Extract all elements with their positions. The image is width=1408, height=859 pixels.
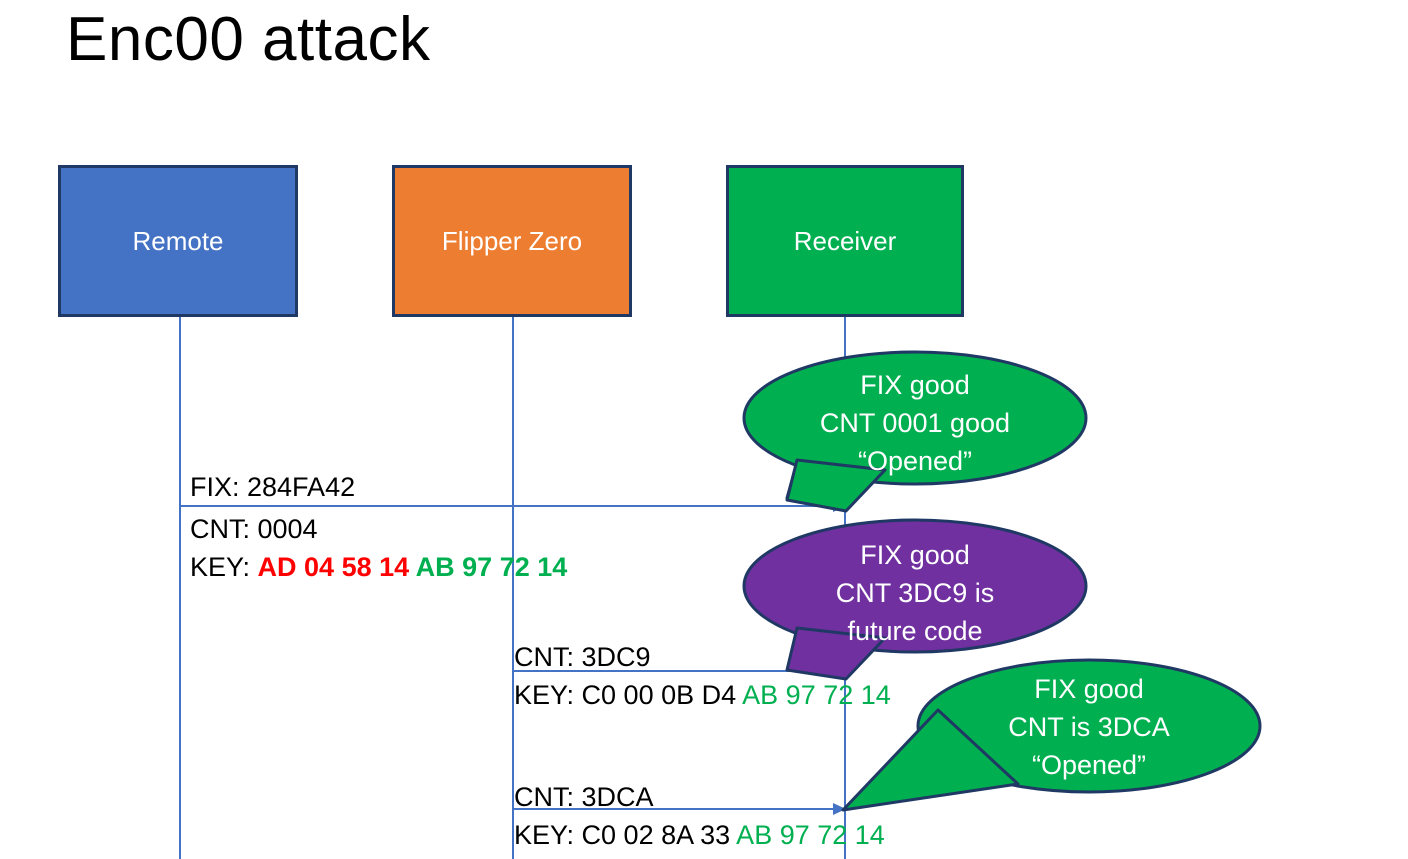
- message-cnt-label-3: CNT: 3DCA: [514, 782, 654, 812]
- callout-fix-good-cnt-0001[interactable]: FIX good CNT 0001 good “Opened”: [742, 350, 1088, 513]
- key-green-bytes-1: AB 97 72 14: [409, 552, 568, 582]
- message-key-label-1: KEY: AD 04 58 14 AB 97 72 14: [190, 548, 567, 586]
- actor-box-receiver[interactable]: Receiver: [726, 165, 964, 317]
- actor-label-remote: Remote: [132, 226, 224, 256]
- message-key-label-3: KEY: C0 02 8A 33 AB 97 72 14: [514, 816, 885, 854]
- key-green-bytes-3: AB 97 72 14: [730, 820, 885, 850]
- key-prefix-3: KEY: C0 02 8A 33: [514, 820, 731, 850]
- callout-fix-good-cnt-3dca[interactable]: FIX good CNT is 3DCA “Opened”: [841, 658, 1262, 816]
- page-title: Enc00 attack: [66, 5, 431, 74]
- actor-box-remote[interactable]: Remote: [58, 165, 298, 317]
- key-red-bytes-1: AD 04 58 14: [257, 552, 410, 582]
- message-fix-label: FIX: 284FA42: [190, 472, 356, 502]
- actor-label-receiver: Receiver: [793, 226, 897, 256]
- key-green-bytes-2: AB 97 72 14: [736, 680, 891, 710]
- lifeline-flipper-zero: [512, 317, 514, 859]
- lifeline-remote: [179, 317, 181, 859]
- message-arrow-flipper-to-receiver-2: [513, 803, 846, 815]
- actor-label-flipper-zero: Flipper Zero: [441, 226, 583, 256]
- message-cnt-label-2: CNT: 3DC9: [514, 642, 651, 672]
- callout-future-code[interactable]: FIX good CNT 3DC9 is future code: [742, 518, 1088, 681]
- key-prefix-1: KEY:: [190, 552, 258, 582]
- message-key-label-2: KEY: C0 00 0B D4 AB 97 72 14: [514, 676, 891, 714]
- key-prefix-2: KEY: C0 00 0B D4: [514, 680, 737, 710]
- message-cnt-label-1: CNT: 0004: [190, 514, 318, 544]
- actor-box-flipper-zero[interactable]: Flipper Zero: [392, 165, 632, 317]
